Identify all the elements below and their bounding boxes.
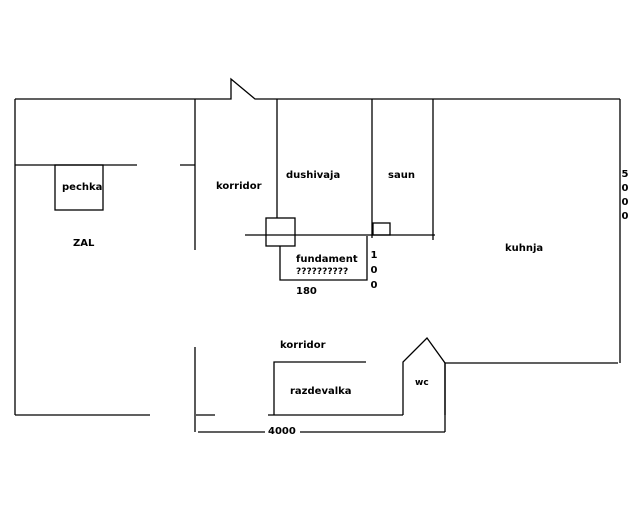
- label-saun: saun: [388, 170, 415, 181]
- digit: 5: [621, 169, 629, 180]
- digit: 0: [621, 211, 629, 222]
- digit: 0: [370, 265, 378, 276]
- label-fundament-height: 1 0 0: [369, 248, 379, 293]
- stove-box: [265, 217, 296, 247]
- label-pechka: pechka: [62, 182, 103, 193]
- digit: 0: [621, 197, 629, 208]
- label-total-width: 4000: [268, 426, 296, 437]
- outer-wall-top-left: [15, 77, 620, 100]
- digit: 1: [370, 250, 378, 261]
- label-wc: wc: [415, 378, 429, 388]
- razdevalka-walls: [273, 361, 366, 415]
- label-fundament-note: ??????????: [296, 267, 349, 277]
- label-kuhnja: kuhnja: [505, 243, 544, 254]
- label-fundament-width: 180: [296, 286, 317, 297]
- digit: 0: [621, 183, 629, 194]
- saun-heater-box: [372, 222, 391, 236]
- label-zal: ZAL: [73, 238, 95, 249]
- pechka-box: [54, 164, 104, 211]
- wc-walls: [402, 336, 446, 432]
- label-total-depth: 5 0 0 0: [620, 168, 630, 224]
- fundament-outline: [279, 236, 368, 281]
- outer-wall-bottom: [15, 362, 618, 416]
- label-dushivaja: dushivaja: [286, 170, 341, 181]
- label-fundament: fundament: [296, 254, 358, 265]
- label-razdevalka: razdevalka: [290, 386, 352, 397]
- label-korridor-bottom: korridor: [280, 340, 326, 351]
- label-korridor-top: korridor: [216, 181, 262, 192]
- digit: 0: [370, 280, 378, 291]
